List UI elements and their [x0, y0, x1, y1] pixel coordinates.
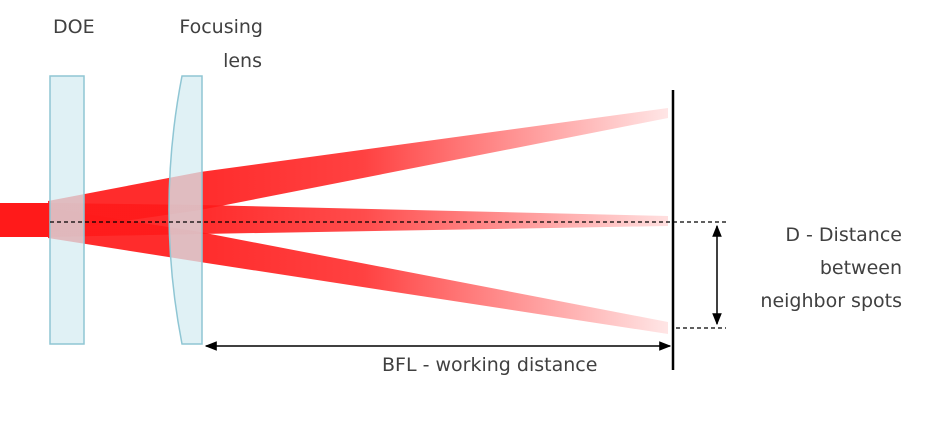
lens-label-line2: lens [223, 50, 262, 72]
doe-plate [49, 75, 85, 345]
lens-label-line1: Focusing [179, 16, 263, 38]
input-beam [0, 203, 50, 237]
bfl-label: BFL - working distance [382, 354, 598, 376]
beam-lower [48, 208, 668, 334]
doe-label: DOE [53, 16, 95, 38]
focusing-lens [168, 75, 203, 345]
beam-upper [48, 108, 668, 232]
d-label-line3: neighbor spots [760, 290, 902, 312]
d-label-line1: D - Distance [785, 224, 902, 246]
d-label-line2: between [819, 257, 902, 279]
beam-center [48, 203, 668, 237]
